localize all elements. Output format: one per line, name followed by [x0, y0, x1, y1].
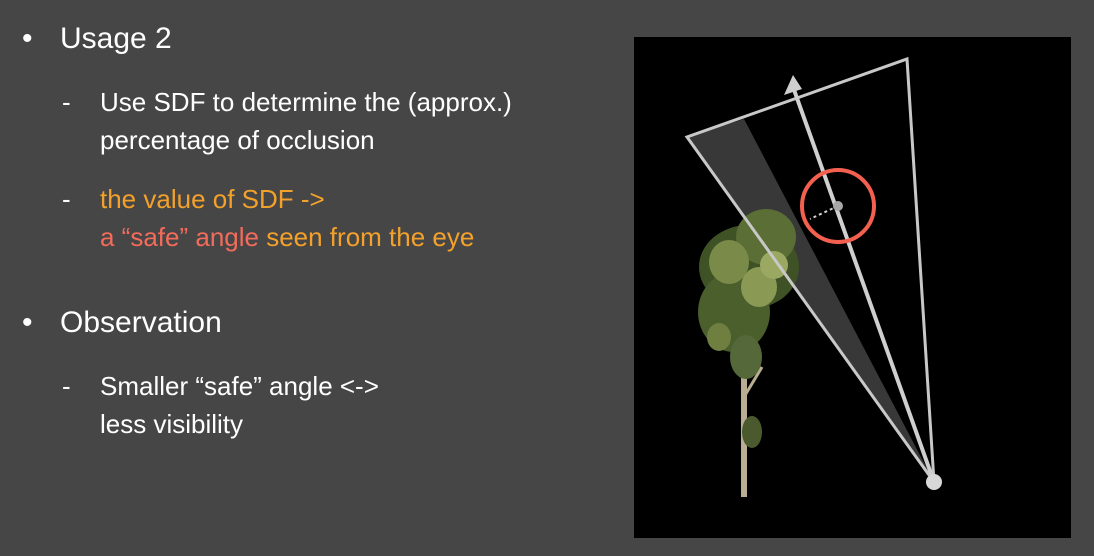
bullet-dot-icon: •	[22, 22, 33, 55]
sub-item-line: Use SDF to determine the (approx.)	[100, 87, 512, 117]
sub-item-visibility: - Smaller “safe” angle <-> less visibili…	[62, 366, 582, 446]
cone-trace-diagram	[684, 56, 942, 497]
dash-icon: -	[62, 371, 71, 401]
sdf-circle	[800, 168, 876, 244]
sub-item-line: less visibility	[100, 409, 244, 439]
cone-trace-figure	[634, 37, 1071, 538]
dash-icon: -	[62, 184, 71, 214]
sub-item-line: Smaller “safe” angle <->	[100, 371, 379, 401]
bullet-heading: Observation	[60, 306, 222, 339]
seen-from-eye-text: seen from the eye	[258, 222, 475, 252]
tree-image	[698, 209, 799, 497]
occlusion-wedge	[687, 119, 934, 482]
sub-item-sdf-occlusion: - Use SDF to determine the (approx.) per…	[62, 82, 582, 162]
sdf-radius-line	[809, 205, 839, 220]
dash-icon: -	[62, 87, 71, 117]
sub-item-line: percentage of occlusion	[100, 125, 375, 155]
bullet-dot-icon: •	[22, 306, 33, 339]
sub-item-line: a “safe” angle seen from the eye	[100, 217, 474, 257]
bullet-observation: • Observation	[22, 305, 222, 341]
ray-arrowhead-icon	[784, 75, 802, 95]
bullet-heading: Usage 2	[60, 22, 172, 55]
central-ray	[791, 86, 936, 483]
bullet-usage-2: • Usage 2	[22, 21, 172, 57]
sample-point	[833, 201, 843, 211]
sub-item-safe-angle: - the value of SDF -> a “safe” angle see…	[62, 179, 582, 259]
safe-angle-highlight: a “safe” angle	[100, 222, 259, 252]
sub-item-line: the value of SDF ->	[100, 184, 325, 214]
eye-point	[926, 474, 942, 490]
